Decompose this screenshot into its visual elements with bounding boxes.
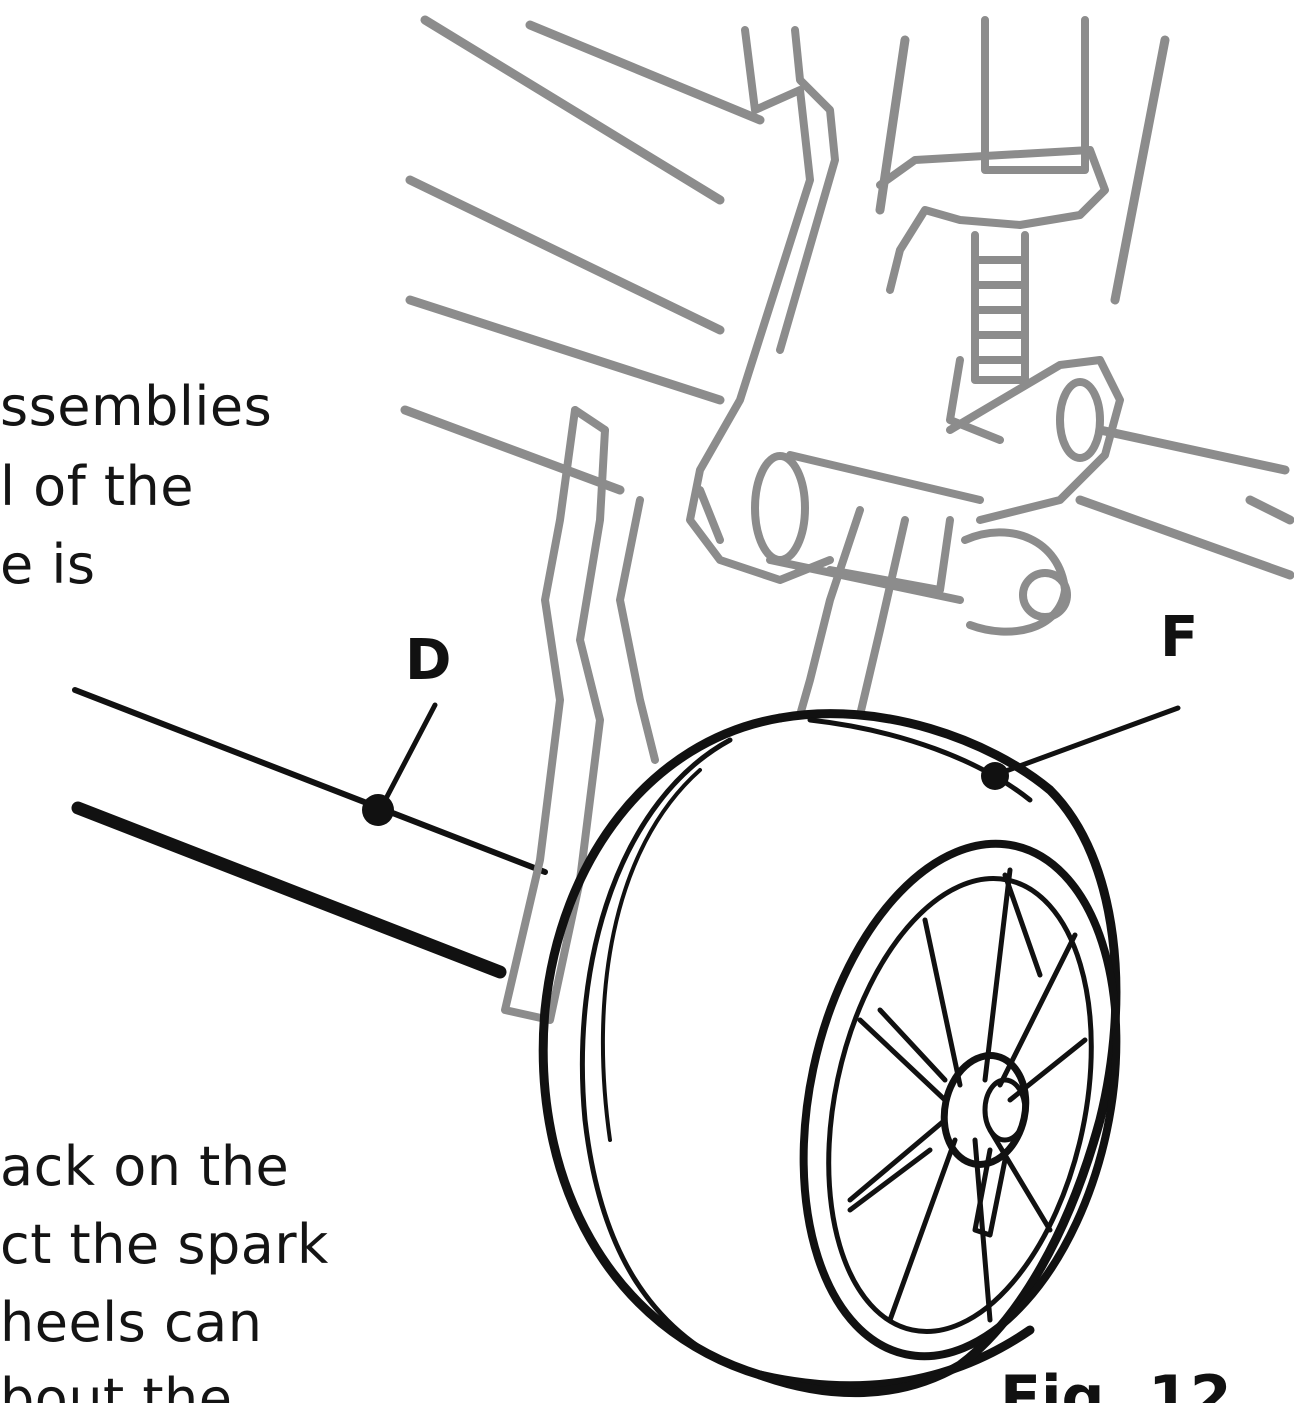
height-lever <box>686 26 839 584</box>
deck-frame-lines <box>400 15 1294 580</box>
callout-label-f: F <box>1160 605 1199 670</box>
callout-dot-d <box>362 794 394 826</box>
wheel-carrier-arms <box>501 406 954 1024</box>
axle-rod-lower <box>71 801 507 979</box>
leader-lines <box>377 702 1181 813</box>
text-line: heels can <box>0 1291 263 1354</box>
callout-dot-f <box>981 762 1009 790</box>
callout-label-d: D <box>405 628 452 693</box>
figure-caption: Fig. 12 <box>1000 1363 1232 1403</box>
text-line: ssemblies <box>0 375 273 438</box>
wheel <box>538 709 1121 1398</box>
text-line: e is <box>0 533 96 596</box>
axle-rod-lines <box>72 687 548 875</box>
text-line: bout the <box>0 1367 233 1403</box>
text-line: l of the <box>0 455 195 518</box>
text-line: ct the spark <box>0 1213 329 1276</box>
spring-bracket <box>876 16 1109 444</box>
text-line: ack on the <box>0 1135 290 1198</box>
